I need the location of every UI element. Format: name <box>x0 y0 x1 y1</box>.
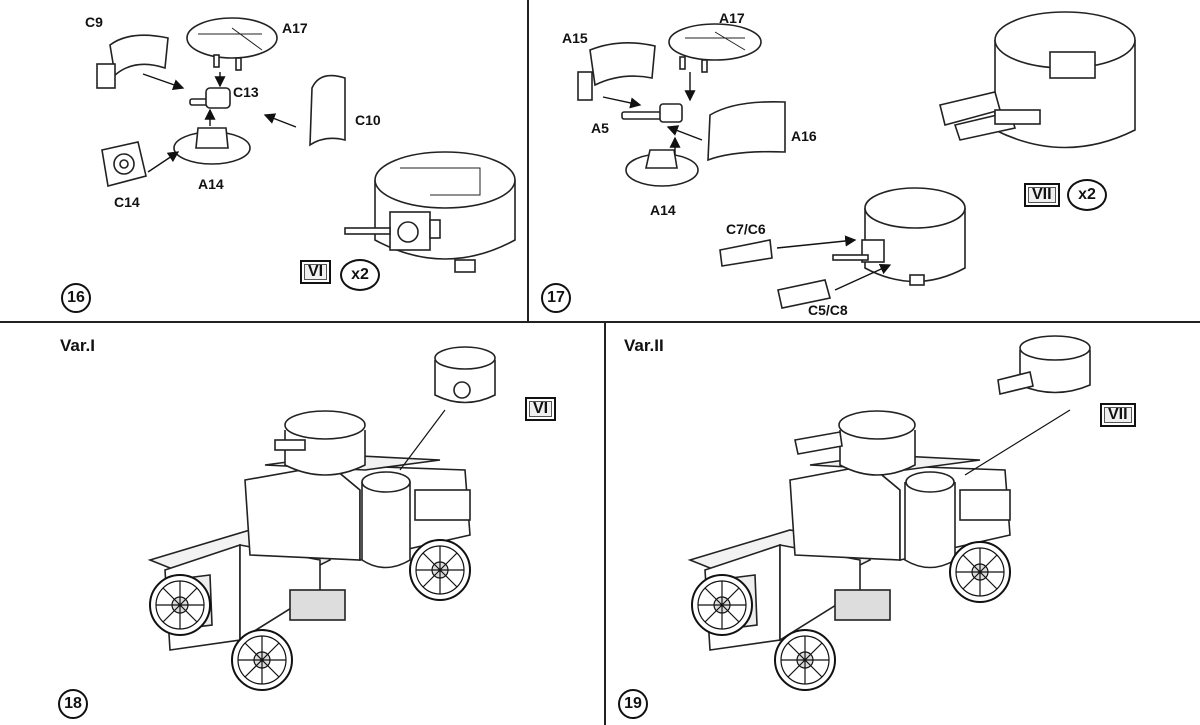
subassembly-badge: VI <box>525 397 557 421</box>
multiplier-badge: x2 <box>340 259 380 291</box>
step18-vehicle <box>147 346 496 651</box>
subassembly-badge: VI <box>300 260 332 284</box>
part-label-c5-c8: C5/C8 <box>808 302 848 318</box>
subassembly-badge: VII <box>1100 403 1136 427</box>
step17-parts <box>577 11 1136 309</box>
part-label-c7-c6: C7/C6 <box>726 221 766 237</box>
part-label-c9: C9 <box>85 14 103 30</box>
part-label-a17: A17 <box>719 10 745 26</box>
step-number: 19 <box>618 689 648 719</box>
step-number: 16 <box>61 283 91 313</box>
variant-label: Var.I <box>60 336 95 355</box>
part-label-a14: A14 <box>198 176 224 192</box>
part-label-a15: A15 <box>562 30 588 46</box>
subassembly-badge: VII <box>1024 183 1060 207</box>
divider-horizontal <box>0 321 1200 323</box>
step-number: 17 <box>541 283 571 313</box>
divider-vertical-bottom <box>604 322 606 725</box>
part-label-a5: A5 <box>591 120 609 136</box>
part-label-a14: A14 <box>650 202 676 218</box>
part-label-c10: C10 <box>355 112 381 128</box>
multiplier-badge: x2 <box>1067 179 1107 211</box>
step-number: 18 <box>58 689 88 719</box>
divider-vertical-top <box>527 0 529 322</box>
part-label-c14: C14 <box>114 194 140 210</box>
part-label-a17: A17 <box>282 20 308 36</box>
part-label-c13: C13 <box>233 84 259 100</box>
variant-label: Var.II <box>624 336 664 355</box>
part-label-a16: A16 <box>791 128 817 144</box>
step16-parts <box>96 17 516 273</box>
